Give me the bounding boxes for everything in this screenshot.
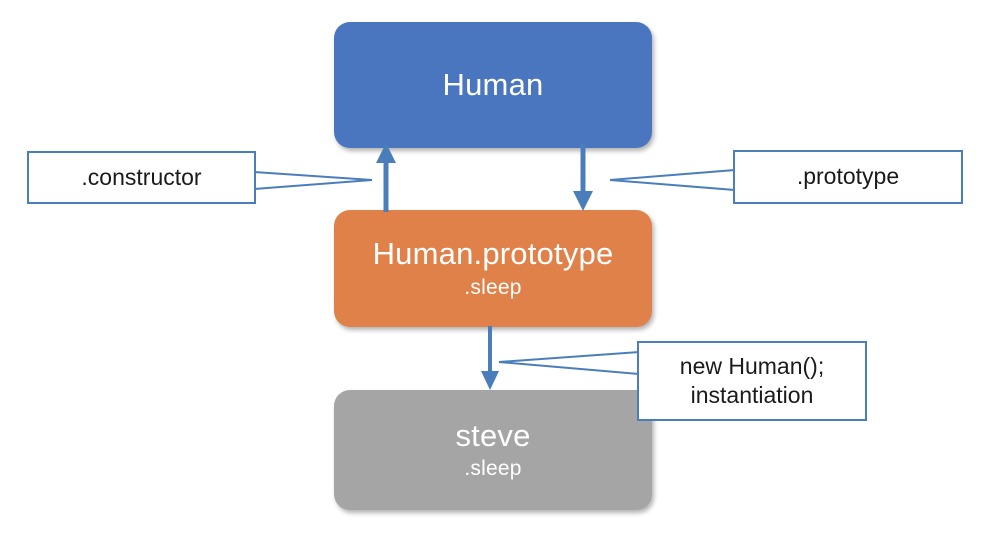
arrow-prototype-to-steve [481, 326, 499, 390]
arrow-human-to-prototype [573, 144, 593, 211]
callout-prototype-label: .prototype [796, 163, 900, 190]
node-human-prototype-title: Human.prototype [372, 236, 614, 272]
node-human-prototype-member: .sleep [464, 275, 522, 299]
callout-tail-prototype [609, 168, 736, 192]
callout-instantiation[interactable]: new Human(); instantiation [637, 341, 867, 421]
callout-constructor-label: .constructor [81, 163, 202, 190]
node-steve[interactable]: steve .sleep [334, 390, 652, 510]
node-human[interactable]: Human [334, 22, 652, 148]
callout-constructor[interactable]: .constructor [27, 151, 256, 204]
node-human-prototype[interactable]: Human.prototype .sleep [334, 210, 652, 327]
callout-prototype[interactable]: .prototype [733, 150, 963, 204]
node-steve-title: steve [455, 417, 531, 453]
callout-instantiation-line2: instantiation [690, 382, 814, 408]
callout-tail-instantiation [498, 350, 640, 376]
arrow-prototype-to-human [376, 143, 396, 212]
node-steve-member: .sleep [464, 457, 522, 481]
callout-tail-constructor [253, 170, 373, 191]
node-human-title: Human [442, 66, 544, 102]
callout-instantiation-line1: new Human(); [679, 352, 825, 379]
